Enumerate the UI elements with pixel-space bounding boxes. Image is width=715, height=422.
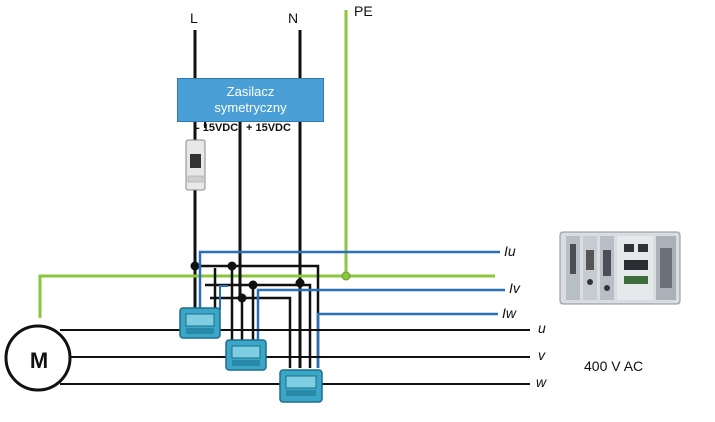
label-n: N <box>288 10 299 26</box>
controller-device-image <box>559 231 681 305</box>
circuit-breaker <box>185 139 206 191</box>
power-supply-box: Zasilacz symetryczny <box>177 78 324 122</box>
psu-minus-label: - 15VDC <box>196 122 239 134</box>
voltage-label: 400 V AC <box>584 358 644 374</box>
phase-u-label: u <box>538 320 546 336</box>
pe-junction <box>341 271 351 281</box>
motor-circle <box>4 324 72 392</box>
phase-w-label: w <box>536 374 547 390</box>
label-l: L <box>190 10 198 26</box>
signal-iu-wire <box>198 250 500 310</box>
psu-title-line2: symetryczny <box>214 100 287 115</box>
current-sensor-v <box>225 339 267 371</box>
signal-iw-wire <box>316 312 498 368</box>
signal-iw-label: Iw <box>502 305 516 321</box>
label-pe: PE <box>354 3 373 19</box>
psu-plus-label: + 15VDC <box>246 122 291 134</box>
signal-stub <box>219 285 228 310</box>
rail-2 <box>205 283 312 368</box>
current-sensor-w <box>279 369 323 403</box>
rail-6 <box>210 296 292 368</box>
signal-iu-label: Iu <box>504 243 516 259</box>
current-sensor-u <box>179 307 221 339</box>
psu-title-line1: Zasilacz <box>226 84 275 99</box>
signal-iv-label: Iv <box>509 280 520 296</box>
signal-iv-wire <box>256 288 505 345</box>
phase-v-label: v <box>538 347 545 363</box>
motor-label: M <box>29 348 49 373</box>
